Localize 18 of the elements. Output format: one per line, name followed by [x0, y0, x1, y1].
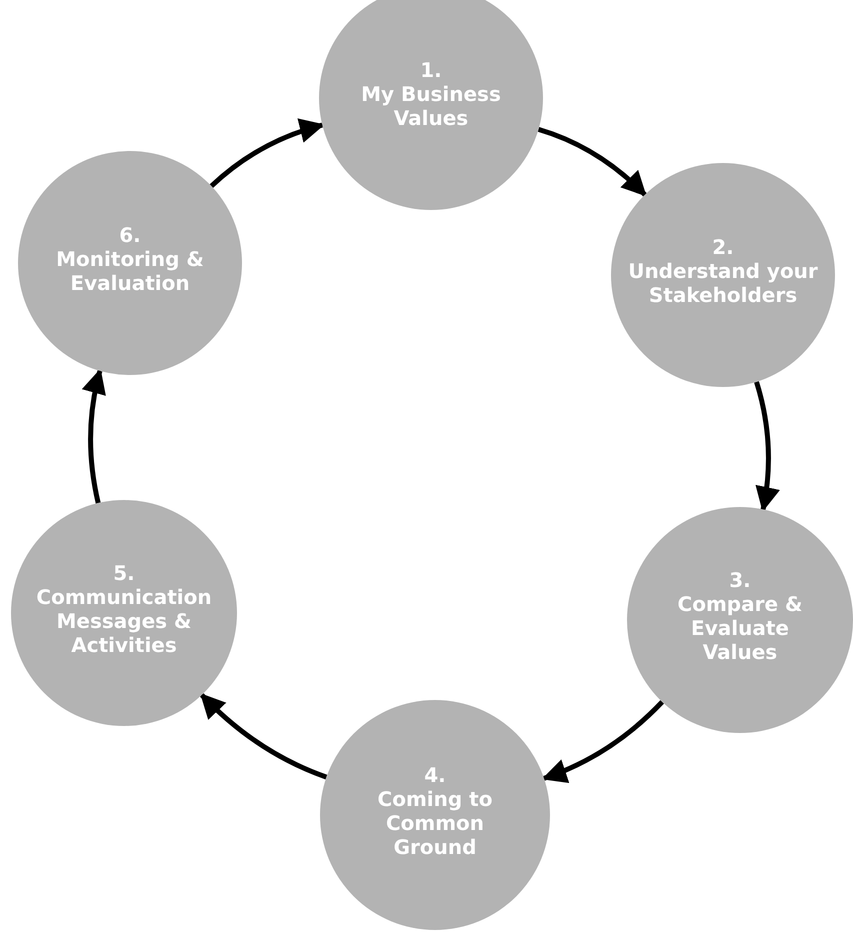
step-number: 5.: [113, 561, 135, 585]
step-label: Communication Messages & Activities: [35, 585, 213, 657]
arrow: [754, 381, 780, 512]
arrow: [542, 700, 664, 783]
step-label: Compare & Evaluate Values: [676, 592, 804, 664]
arrow: [210, 118, 325, 188]
step-number: 3.: [729, 568, 751, 592]
step-number: 6.: [119, 223, 141, 247]
step-label: Monitoring & Evaluation: [55, 247, 205, 295]
step-number: 4.: [424, 763, 446, 787]
step-label: My Business Values: [360, 82, 502, 130]
arrow: [82, 368, 106, 504]
step-number: 2.: [712, 235, 734, 259]
step-label: Understand your Stakeholders: [628, 259, 818, 307]
step-number: 1.: [420, 58, 442, 82]
arrow: [538, 127, 647, 196]
arrow: [200, 693, 328, 780]
step-label: Coming to Common Ground: [376, 787, 494, 859]
